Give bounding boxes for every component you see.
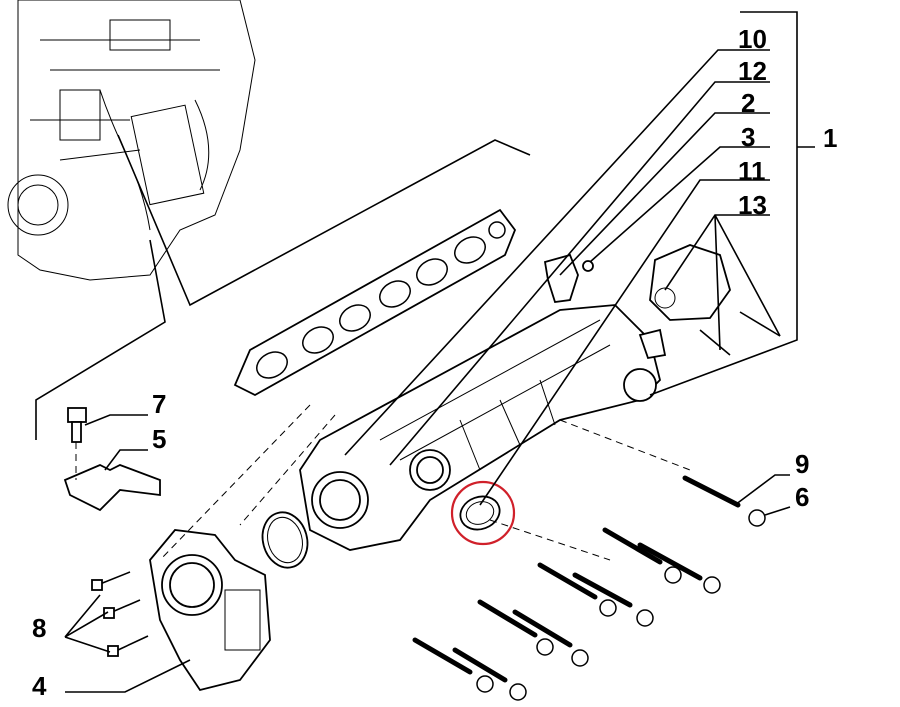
bracket-bolt — [67, 407, 87, 480]
callout-9: 9 — [795, 449, 809, 479]
callout-5: 5 — [152, 424, 166, 454]
callout-1: 1 — [823, 123, 837, 153]
callout-7: 7 — [152, 389, 166, 419]
callout-6: 6 — [795, 482, 809, 512]
sensor-screw — [582, 260, 594, 272]
callout-2: 2 — [741, 88, 755, 118]
flange-nuts — [476, 509, 766, 701]
clip — [638, 328, 667, 360]
highlight-circle — [450, 480, 516, 546]
throttle-body — [149, 529, 271, 692]
egr-seal-ring-highlighted — [450, 480, 516, 546]
throttle-seal-ring — [261, 511, 309, 569]
engine-overview-illustration — [7, 0, 256, 281]
callout-10: 10 — [738, 24, 767, 54]
engine-to-bracket-leader — [35, 239, 166, 440]
intake-manifold-gasket — [233, 208, 517, 397]
callout-11: 11 — [738, 156, 766, 186]
studs-and-nuts — [412, 475, 741, 683]
callout-13: 13 — [738, 190, 767, 220]
throttle-bolts — [91, 571, 149, 657]
egr-actuator-valve — [649, 244, 781, 356]
engine-to-gasket-leader — [117, 134, 531, 307]
intake-manifold — [299, 304, 661, 551]
callout-4: 4 — [32, 671, 47, 701]
callout-12: 12 — [738, 56, 767, 86]
bracket — [63, 464, 161, 512]
callout-3: 3 — [741, 122, 755, 152]
callout-8: 8 — [32, 613, 46, 643]
leader-lines — [64, 11, 815, 693]
